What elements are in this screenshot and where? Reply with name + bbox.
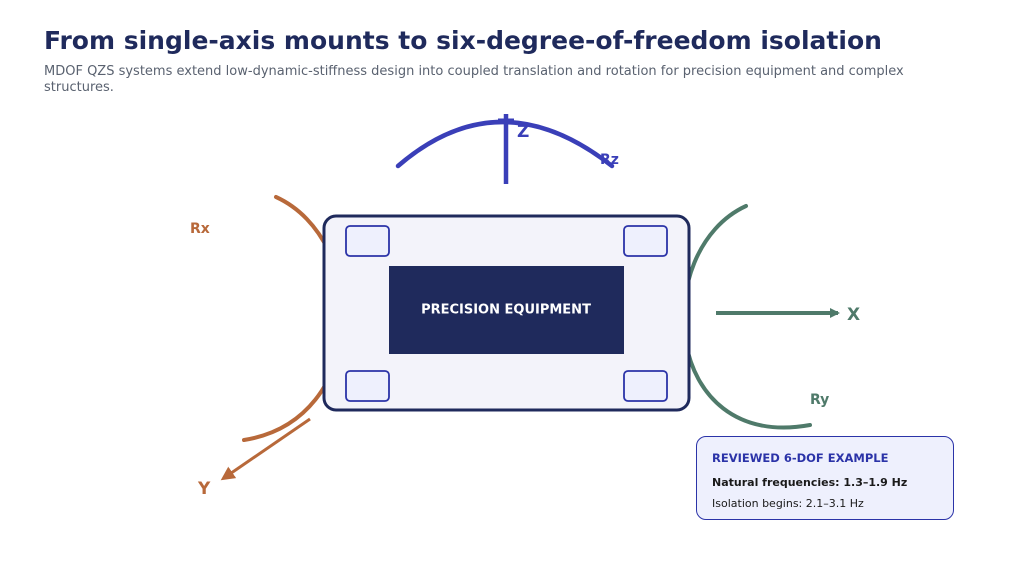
mount-bottom-right [623,370,668,402]
ry-rotation-arc [681,204,812,430]
mount-top-left [345,225,390,257]
rz-axis-label: Rz [600,152,619,168]
natural-frequencies-text: Natural frequencies: 1.3–1.9 Hz [712,476,908,489]
x-axis-label: X [847,305,860,325]
ry-axis-label: Ry [810,392,829,408]
y-axis-arrow [220,417,311,481]
precision-equipment-label: PRECISION EQUIPMENT [421,303,591,318]
example-card-heading: REVIEWED 6-DOF EXAMPLE [712,451,889,465]
mount-top-right [623,225,668,257]
example-card: REVIEWED 6-DOF EXAMPLE Natural frequenci… [696,436,954,520]
rz-rotation-arc [395,119,615,169]
page-subtitle: MDOF QZS systems extend low-dynamic-stif… [44,64,904,95]
page-title: From single-axis mounts to six-degree-of… [44,26,882,55]
precision-equipment-block [389,266,624,354]
mount-bottom-left [345,370,390,402]
rx-axis-label: Rx [190,221,210,237]
y-axis-label: Y [197,479,211,499]
isolation-begins-text: Isolation begins: 2.1–3.1 Hz [712,497,864,510]
z-axis-label: Z [517,122,529,142]
